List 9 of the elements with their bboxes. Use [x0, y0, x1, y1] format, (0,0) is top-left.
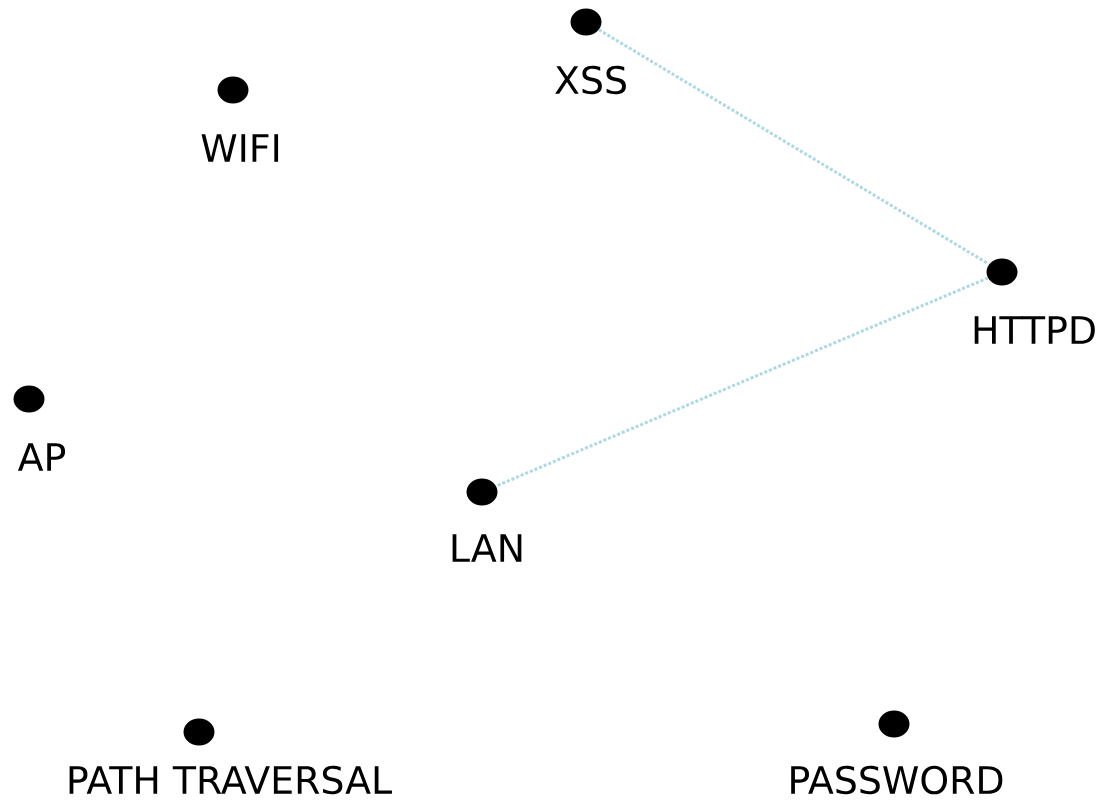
node-label: AP [17, 443, 66, 471]
node-label: PASSWORD [791, 765, 1003, 795]
node-label: HTTPD [974, 316, 1095, 344]
node-label: PATH TRAVERSAL [69, 765, 392, 795]
connector-line [495, 276, 989, 488]
node-label: WIFI [201, 134, 279, 162]
node-label: LAN [452, 534, 522, 562]
node-label: XSS [555, 65, 626, 95]
connector-line [598, 28, 990, 266]
